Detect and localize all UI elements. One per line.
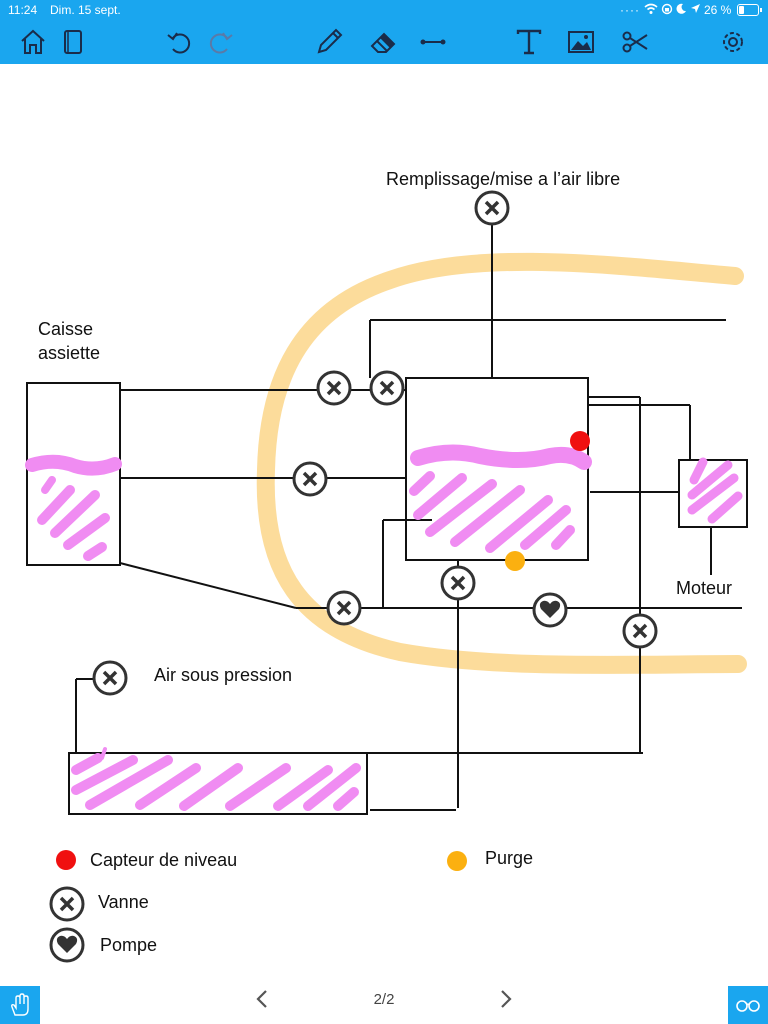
valve-icon xyxy=(440,565,476,601)
moon-icon xyxy=(676,3,687,17)
redo-icon xyxy=(209,32,233,54)
text-icon xyxy=(516,29,542,55)
chevron-right-icon xyxy=(501,990,512,1008)
valve-icons xyxy=(92,190,658,696)
status-time: 11:24 xyxy=(8,3,38,17)
scissors-icon xyxy=(622,31,648,53)
eraser-icon xyxy=(370,32,396,53)
image-icon xyxy=(568,31,594,53)
valve-icon xyxy=(316,370,352,406)
air-tank-fill xyxy=(71,747,361,811)
plate-tank-liquid xyxy=(25,454,122,561)
orange-highlight-stroke xyxy=(256,252,747,674)
battery-percent: 26 % xyxy=(704,3,732,17)
page-indicator: 2/2 xyxy=(373,991,395,1008)
motor-label: Moteur xyxy=(676,578,733,598)
gear-icon xyxy=(723,32,743,52)
redo-button[interactable] xyxy=(204,25,238,59)
legend-valve-icon xyxy=(49,886,85,922)
image-button[interactable] xyxy=(564,25,598,59)
bottom-bar: 2/2 xyxy=(0,976,768,1024)
purge-dot xyxy=(505,551,525,571)
valve-icon xyxy=(92,660,128,696)
scissors-button[interactable] xyxy=(618,25,652,59)
vent-label: Remplissage/mise a l’air libre xyxy=(386,169,621,189)
drawing-canvas[interactable]: Remplissage/mise a l’air libre Caisse as… xyxy=(0,64,768,976)
next-page-button[interactable] xyxy=(499,988,513,1016)
plate-tank-label-line2: assiette xyxy=(38,343,101,363)
text-button[interactable] xyxy=(512,25,546,59)
legend-pump-icon xyxy=(49,927,85,963)
pen-icon xyxy=(317,28,343,54)
pen-button[interactable] xyxy=(312,25,346,59)
rotation-lock-icon xyxy=(661,3,673,18)
status-bar: 11:24 Dim. 15 sept. ···· 26 % xyxy=(0,0,768,20)
toolbar xyxy=(0,20,768,64)
motor-fill xyxy=(687,457,743,524)
notebooks-icon xyxy=(64,30,82,54)
settings-button[interactable] xyxy=(716,25,750,59)
valve-icon xyxy=(292,461,328,497)
reading-mode-button[interactable] xyxy=(728,986,768,1024)
main-tank-liquid xyxy=(409,444,592,553)
chevron-left-icon xyxy=(256,990,267,1008)
legend-pump-label: Pompe xyxy=(100,935,158,955)
line-button[interactable] xyxy=(416,25,450,59)
legend-valve-label: Vanne xyxy=(98,892,149,912)
legend-purge-icon xyxy=(447,851,467,871)
home-icon xyxy=(21,29,45,54)
glasses-icon xyxy=(736,1000,760,1012)
valve-icon xyxy=(326,590,362,626)
legend-purge-label: Purge xyxy=(485,848,534,868)
status-date: Dim. 15 sept. xyxy=(50,3,121,17)
line-icon xyxy=(420,39,446,45)
notebooks-button[interactable] xyxy=(56,25,90,59)
pump-icon xyxy=(532,592,568,628)
home-button[interactable] xyxy=(16,25,50,59)
plate-tank-label-line1: Caisse xyxy=(38,319,94,339)
plate-tank xyxy=(26,382,121,566)
valve-icon xyxy=(474,190,510,226)
signal-icon: ···· xyxy=(620,3,640,17)
main-tank xyxy=(405,377,589,561)
diagram-drawing xyxy=(25,190,748,963)
level-sensor-dot xyxy=(570,431,590,451)
previous-page-button[interactable] xyxy=(255,988,269,1016)
battery-icon xyxy=(737,4,763,19)
eraser-button[interactable] xyxy=(366,25,400,59)
air-label: Air sous pression xyxy=(154,665,293,685)
legend-level-sensor-icon xyxy=(56,850,76,870)
air-tank xyxy=(68,752,368,815)
valve-icon xyxy=(622,613,658,649)
undo-icon xyxy=(167,32,191,54)
location-icon xyxy=(690,3,701,17)
hand-tool-button[interactable] xyxy=(0,986,40,1024)
wifi-icon xyxy=(644,3,658,18)
motor-box xyxy=(678,459,748,528)
undo-button[interactable] xyxy=(162,25,196,59)
legend-level-sensor-label: Capteur de niveau xyxy=(90,850,238,870)
valve-icon xyxy=(369,370,405,406)
hand-icon xyxy=(11,993,29,1016)
